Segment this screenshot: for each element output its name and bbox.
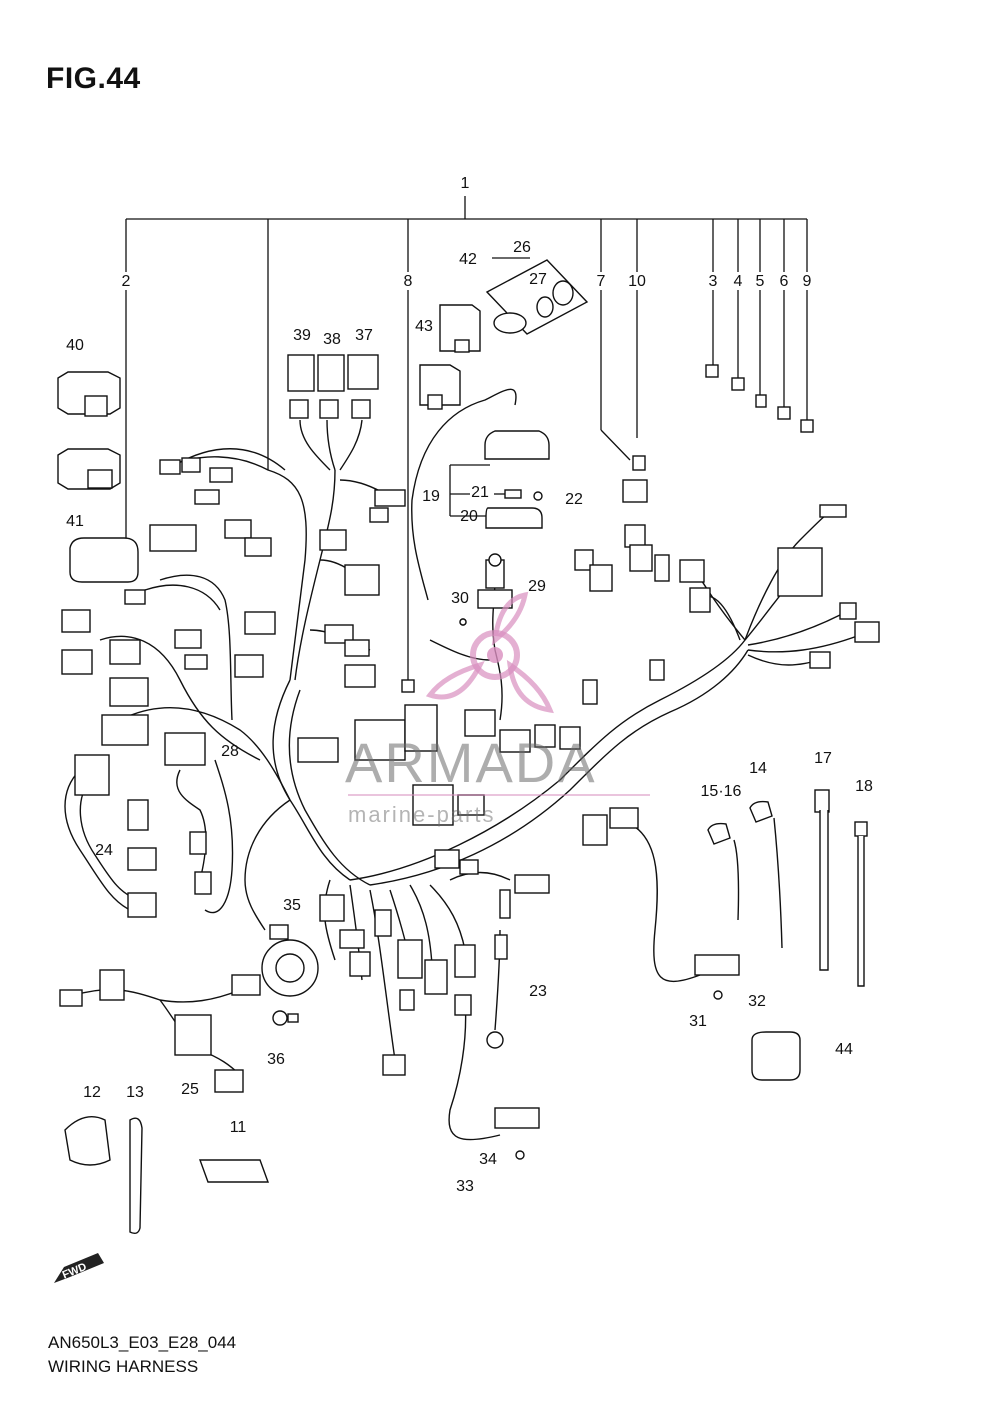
callout-label: 40 bbox=[66, 337, 84, 354]
callout-label: 7 bbox=[597, 273, 606, 290]
callout-label: 38 bbox=[323, 331, 341, 348]
callout-label: 17 bbox=[814, 750, 832, 767]
callout-label: 18 bbox=[855, 778, 873, 795]
callout-label: 9 bbox=[803, 273, 812, 290]
callout-label: 15·16 bbox=[701, 783, 742, 800]
callout-label: 13 bbox=[126, 1084, 144, 1101]
callout-label: 1 bbox=[461, 175, 470, 192]
callout-label: 43 bbox=[415, 318, 433, 335]
callout-label: 27 bbox=[529, 271, 547, 288]
callout-label: 37 bbox=[355, 327, 373, 344]
fwd-label: FWD bbox=[61, 1261, 89, 1282]
callout-label: 21 bbox=[471, 484, 489, 501]
callout-label: 22 bbox=[565, 491, 583, 508]
watermark-subtext: marine-parts bbox=[348, 802, 495, 827]
callout-label: 12 bbox=[83, 1084, 101, 1101]
callout-label: 32 bbox=[748, 993, 766, 1010]
callout-label: 36 bbox=[267, 1051, 285, 1068]
callout-label: 28 bbox=[221, 743, 239, 760]
callout-label: 19 bbox=[422, 488, 440, 505]
callout-label: 5 bbox=[756, 273, 765, 290]
callout-label: 44 bbox=[835, 1041, 853, 1058]
callout-label: 26 bbox=[513, 239, 531, 256]
figure-code: AN650L3_E03_E28_044 bbox=[48, 1333, 237, 1352]
callout-label: 8 bbox=[404, 273, 413, 290]
figure-name: WIRING HARNESS bbox=[48, 1357, 199, 1376]
callout-label: 31 bbox=[689, 1013, 707, 1030]
watermark-text: ARMADA bbox=[345, 731, 597, 794]
callout-label: 4 bbox=[734, 273, 743, 290]
callout-label: 41 bbox=[66, 513, 84, 530]
callout-label: 11 bbox=[230, 1119, 247, 1136]
figure-title: FIG.44 bbox=[46, 62, 141, 95]
callout-label: 14 bbox=[749, 760, 767, 777]
callout-label: 39 bbox=[293, 327, 311, 344]
callout-label: 3 bbox=[709, 273, 718, 290]
callout-label: 25 bbox=[181, 1081, 199, 1098]
callout-label: 20 bbox=[460, 508, 478, 525]
callout-label: 42 bbox=[459, 251, 477, 268]
callout-label: 30 bbox=[451, 590, 469, 607]
callout-label: 10 bbox=[628, 273, 646, 290]
callout-label: 24 bbox=[95, 842, 113, 859]
fwd-arrow-icon: FWD bbox=[54, 1253, 104, 1283]
callout-label: 29 bbox=[528, 578, 546, 595]
callout-label: 33 bbox=[456, 1178, 474, 1195]
watermark-logo: ARMADA marine-parts bbox=[345, 591, 650, 827]
callout-label: 34 bbox=[479, 1151, 497, 1168]
callout-label: 35 bbox=[283, 897, 301, 914]
callout-label: 23 bbox=[529, 983, 547, 1000]
callout-label: 2 bbox=[122, 273, 131, 290]
callout-label: 6 bbox=[780, 273, 789, 290]
